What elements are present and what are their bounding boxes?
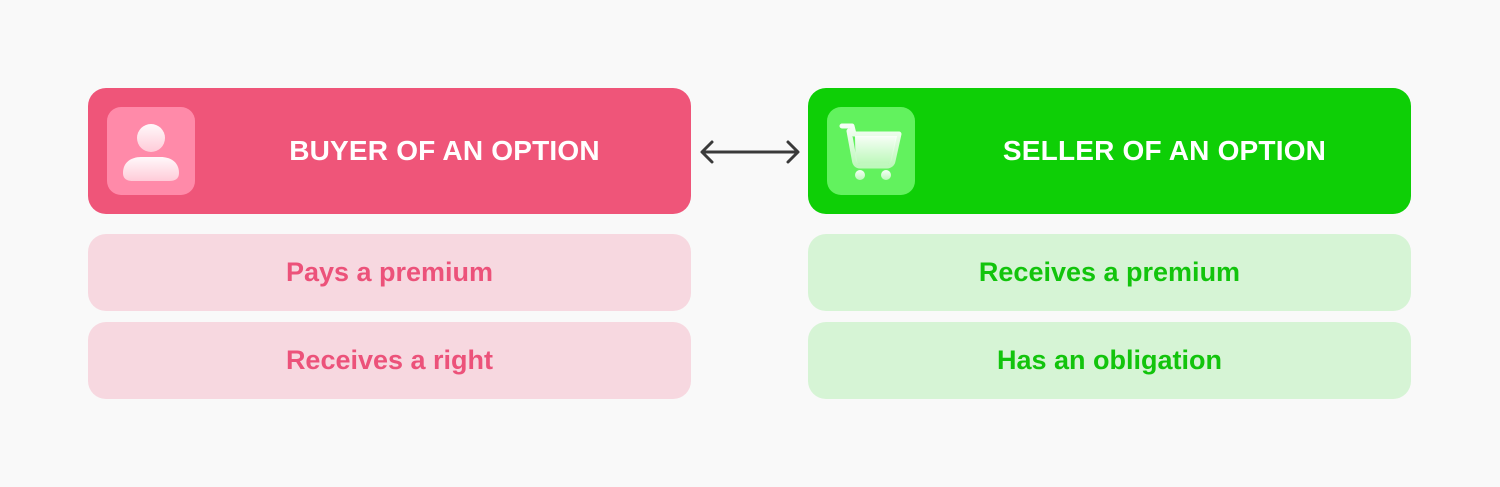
user-icon [107, 107, 195, 195]
double-arrow-icon [700, 140, 800, 164]
buyer-column: BUYER OF AN OPTION Pays a premium Receiv… [88, 88, 691, 399]
buyer-row-right: Receives a right [88, 322, 691, 399]
buyer-row-premium: Pays a premium [88, 234, 691, 311]
shopping-cart-icon [827, 107, 915, 195]
seller-column: SELLER OF AN OPTION Receives a premium H… [808, 88, 1411, 399]
seller-header: SELLER OF AN OPTION [808, 88, 1411, 214]
seller-row-obligation: Has an obligation [808, 322, 1411, 399]
buyer-title: BUYER OF AN OPTION [289, 135, 600, 166]
seller-row-premium: Receives a premium [808, 234, 1411, 311]
seller-title: SELLER OF AN OPTION [1002, 135, 1327, 166]
buyer-header: BUYER OF AN OPTION [88, 88, 691, 214]
